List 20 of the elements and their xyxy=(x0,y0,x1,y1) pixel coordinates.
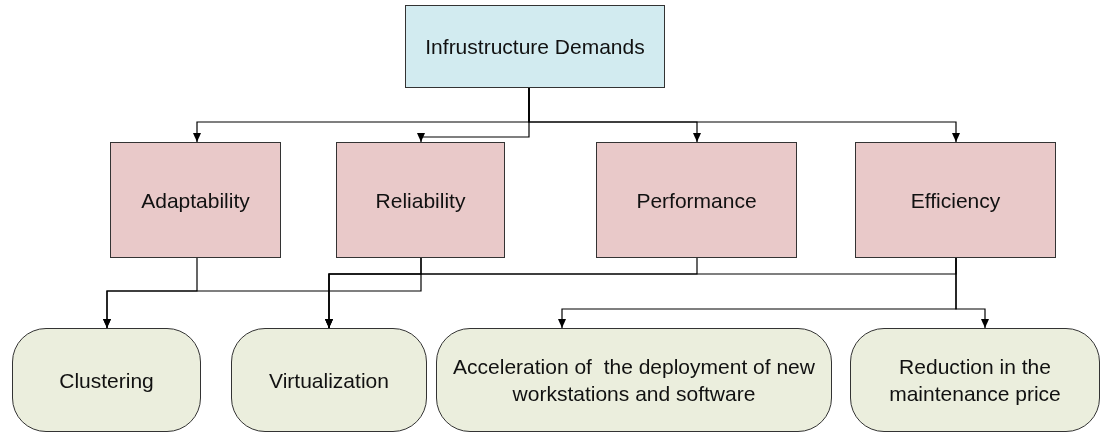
node-label: Efficiency xyxy=(910,187,1001,214)
category-box xyxy=(855,142,1056,258)
node-label: Infrustructure Demands xyxy=(425,34,645,60)
connector-arrow xyxy=(528,87,960,143)
outcome-box xyxy=(12,328,201,432)
node-label: Clustering xyxy=(59,367,154,394)
root-box xyxy=(405,5,665,88)
category-box xyxy=(336,142,505,258)
node-label: Performance xyxy=(636,187,757,214)
node-label: Acceleration of the deployment of new workstations and software xyxy=(452,354,816,407)
category-box xyxy=(596,142,797,258)
outcome-box xyxy=(436,328,832,432)
node-label: Virtualization xyxy=(269,367,389,394)
node-label: Reduction in the maintenance price xyxy=(888,354,1062,407)
node-label: Adaptability xyxy=(141,187,250,214)
node-label: Reliability xyxy=(375,187,466,214)
category-box xyxy=(110,142,281,258)
connector-arrow xyxy=(955,257,989,329)
outcome-box xyxy=(850,328,1100,432)
outcome-box xyxy=(231,328,427,432)
